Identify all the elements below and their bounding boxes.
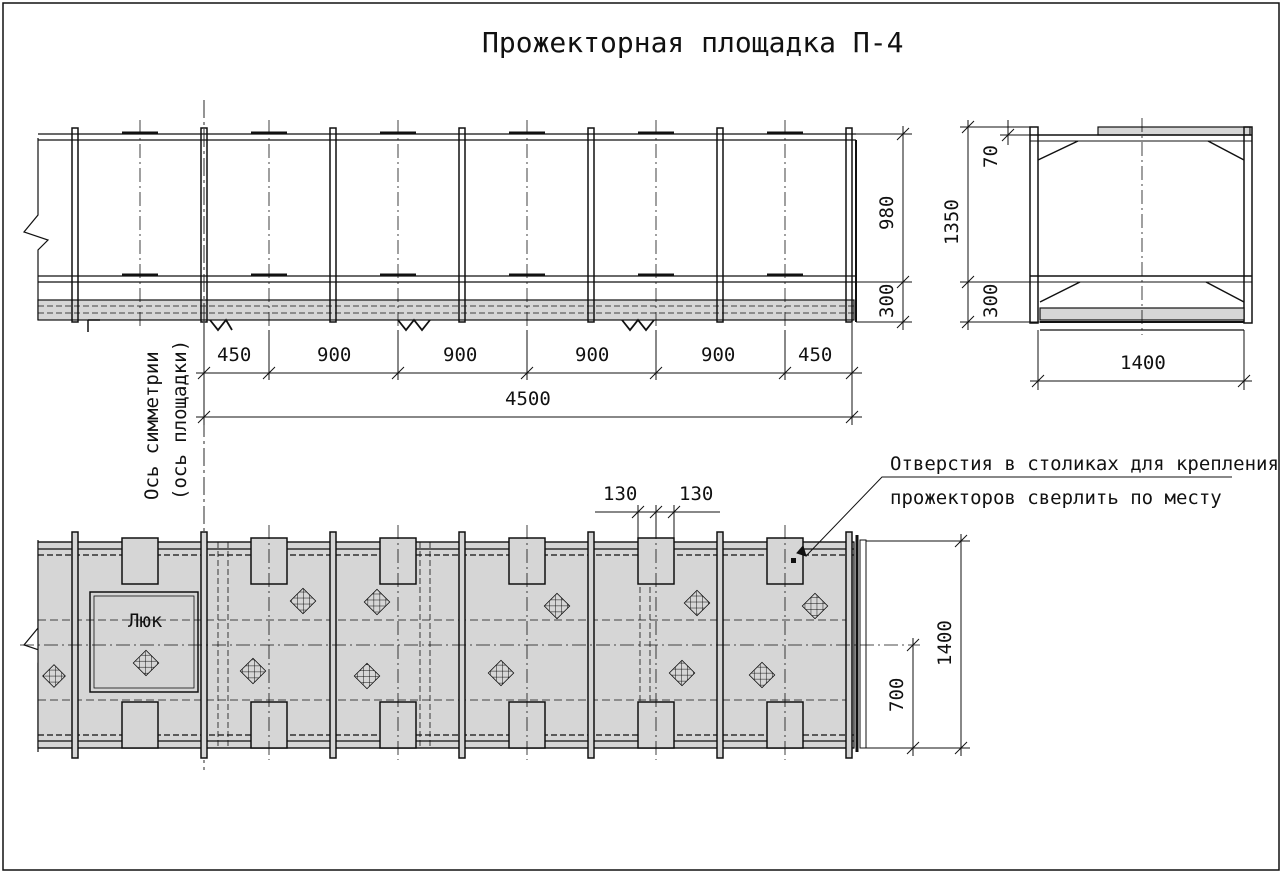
dim-bay-1: 450: [217, 344, 251, 366]
dim-bay-5: 900: [701, 344, 735, 366]
side-view: [1029, 118, 1253, 335]
hole-mark: [791, 558, 796, 563]
front-centerlines: [139, 120, 786, 330]
front-elevation: [22, 120, 857, 332]
hatch-opening: [89, 591, 199, 693]
front-vertical-dims: [856, 126, 912, 330]
bay-dimension-line: [196, 323, 862, 425]
front-deck: [37, 299, 855, 321]
mesh-patches: [42, 587, 829, 690]
dim-front-980: 980: [876, 196, 898, 230]
table-gap-dims: [595, 505, 720, 538]
plan-vertical-dims: [866, 534, 970, 756]
dim-bay-2: 900: [317, 344, 351, 366]
dim-total-4500: 4500: [505, 388, 551, 410]
dim-front-300: 300: [876, 284, 898, 318]
dim-bay-4: 900: [575, 344, 609, 366]
dim-side-70: 70: [980, 145, 1002, 168]
note-line-2: прожекторов сверлить по месту: [890, 487, 1222, 509]
plan-view: [20, 525, 920, 760]
dim-side-300: 300: [980, 284, 1002, 318]
dim-plan-1400: 1400: [934, 620, 956, 666]
axis-label-line1: Ось симметрии: [141, 351, 163, 500]
axis-label-line2: (ось площадки): [169, 340, 191, 500]
dim-gap-130-right: 130: [679, 483, 713, 505]
front-posts: [71, 127, 853, 323]
dim-gap-130-left: 130: [603, 483, 637, 505]
dim-side-1350: 1350: [941, 199, 963, 245]
hatch-label: Люк: [128, 610, 163, 632]
front-brackets: [209, 318, 655, 332]
side-vertical-dims: [960, 120, 1040, 330]
symmetry-axis-label: Ось симметрии (ось площадки): [141, 340, 191, 500]
page-title: Прожекторная площадка П-4: [482, 26, 903, 59]
dim-bay-3: 900: [443, 344, 477, 366]
break-mark-front: [22, 138, 50, 320]
dim-side-1400: 1400: [1120, 352, 1166, 374]
dim-plan-700: 700: [886, 678, 908, 712]
side-width-dim: [1030, 330, 1252, 390]
dim-bay-6: 450: [798, 344, 832, 366]
note-line-1: Отверстия в столиках для крепления: [890, 453, 1279, 475]
note-leader: [796, 476, 1232, 557]
total-dimension-line: [196, 380, 862, 425]
